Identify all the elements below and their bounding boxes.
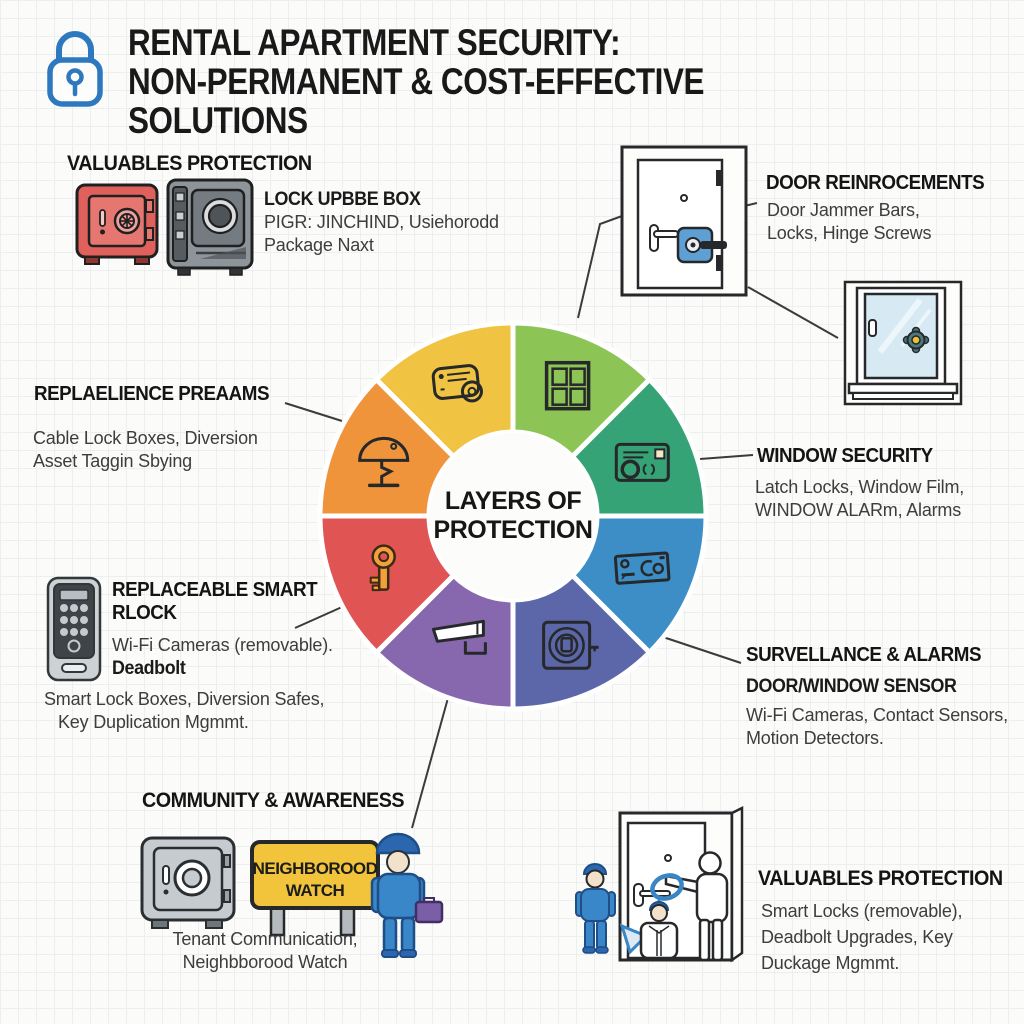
donut-segment-camera bbox=[374, 572, 516, 712]
card-reader-icon bbox=[614, 442, 670, 482]
surveillance-line1: Wi-Fi Cameras, Contact Sensors, bbox=[746, 705, 1008, 725]
gray-safe-icon bbox=[166, 178, 254, 276]
window-sensor-icon bbox=[902, 326, 930, 354]
valuables-top-heading: VALUABLES PROTECTION bbox=[67, 152, 312, 175]
resilience-line2: Asset Taggin Sbying bbox=[33, 451, 192, 471]
donut-segment-lamp bbox=[317, 377, 457, 519]
briefcase-icon bbox=[414, 897, 444, 924]
valuables-top-line2: Package Naxt bbox=[264, 235, 374, 255]
door-scene-illustration bbox=[575, 805, 744, 963]
door-heading: DOOR REINROCEMENTS bbox=[766, 172, 985, 194]
person-icon bbox=[370, 832, 444, 958]
window-heading: WINDOW SECURITY bbox=[757, 445, 933, 467]
smart-lock-line2: Deadbolt bbox=[112, 658, 186, 679]
sign-line1: NEIGHBOROOD bbox=[253, 859, 378, 878]
page-title-line1: RENTAL APARTMENT SECURITY: bbox=[128, 22, 621, 63]
valuables-bottom-line3: Duckage Mgmmt. bbox=[761, 953, 900, 973]
community-line2: Neighbborood Watch bbox=[182, 952, 348, 972]
valuables-bottom-heading: VALUABLES PROTECTION bbox=[758, 867, 1003, 890]
smart-lock-line1: Wi-Fi Cameras (removable). bbox=[112, 635, 333, 655]
surveillance-text: Wi-Fi Cameras, Contact Sensors, Motion D… bbox=[746, 704, 1008, 750]
valuables-bottom-line2: Deadbolt Upgrades, Key bbox=[761, 927, 953, 947]
key-icon bbox=[369, 544, 396, 592]
smart-lock-heading-line1: REPLACEABLE SMART bbox=[112, 579, 318, 601]
donut-segment-coil bbox=[510, 572, 652, 712]
red-safe-icon bbox=[75, 183, 159, 265]
donut-center-line2: PROTECTION bbox=[433, 516, 593, 544]
donut-segment-sensor bbox=[569, 513, 709, 655]
lamp-icon bbox=[358, 436, 410, 488]
valuables-top-item-title: LOCK UPBBE BOX bbox=[264, 189, 421, 210]
sensor-icon bbox=[613, 551, 671, 585]
layers-donut bbox=[317, 320, 709, 712]
keytag-icon bbox=[431, 364, 483, 403]
door-illustration bbox=[620, 145, 748, 297]
page-title: RENTAL APARTMENT SECURITY: NON-PERMANENT… bbox=[128, 22, 774, 141]
scene-person-left bbox=[575, 863, 616, 954]
valuables-bottom-text: Smart Locks (removable), Deadbolt Upgrad… bbox=[761, 898, 962, 976]
valuables-top-text: LOCK UPBBE BOX PIGR: JINCHIND, Usiehorod… bbox=[264, 189, 499, 257]
scene-person-adult bbox=[664, 851, 729, 962]
page-title-line2: NON-PERMANENT & COST-EFFECTIVE SOLUTIONS bbox=[128, 60, 705, 141]
cctv-camera-icon bbox=[431, 619, 487, 655]
community-heading: COMMUNITY & AWARENESS bbox=[142, 789, 405, 812]
valuables-bottom-line1: Smart Locks (removable), bbox=[761, 901, 963, 921]
smart-lock-line3: Smart Lock Boxes, Diversion Safes, bbox=[44, 689, 325, 709]
smart-lock-heading: REPLACEABLE SMART RLOCK bbox=[112, 579, 330, 625]
smart-lock-line4: Key Duplication Mgmmt. bbox=[58, 712, 249, 732]
padlock-icon bbox=[47, 31, 103, 107]
surveillance-line2: Motion Detectors. bbox=[746, 728, 884, 748]
community-safe-icon bbox=[140, 836, 236, 929]
door-text: Door Jammer Bars, Locks, Hinge Screws bbox=[767, 199, 931, 245]
surveillance-heading: SURVELLANCE & ALARMS bbox=[746, 644, 982, 666]
window-icon bbox=[544, 360, 591, 411]
scene-person-child bbox=[639, 901, 679, 960]
donut-segment-reader bbox=[569, 377, 709, 519]
window-text: Latch Locks, Window Film, WINDOW ALARm, … bbox=[755, 476, 964, 522]
resilience-line1: Cable Lock Boxes, Diversion bbox=[33, 428, 258, 448]
neighborhood-watch-sign: NEIGHBOROOD WATCH bbox=[250, 840, 380, 937]
donut-center bbox=[430, 433, 596, 599]
donut-center-line1: LAYERS OF bbox=[444, 487, 582, 515]
window-illustration bbox=[843, 280, 963, 406]
community-text: Tenant Communication, Neighbborood Watch bbox=[115, 928, 415, 974]
valuables-top-line1: PIGR: JINCHIND, Usiehorodd bbox=[264, 212, 499, 232]
window-line2: WINDOW ALARm, Alarms bbox=[755, 500, 962, 520]
resilience-text: Cable Lock Boxes, Diversion Asset Taggin… bbox=[33, 427, 258, 473]
donut-center-label: LAYERS OF PROTECTION bbox=[428, 487, 598, 545]
resilience-heading: REPLAELIENCE PREAAMS bbox=[34, 383, 270, 405]
smart-lock-icon bbox=[46, 576, 102, 682]
surveillance-subheading: DOOR/WINDOW SENSOR bbox=[746, 676, 957, 697]
door-line1: Door Jammer Bars, bbox=[767, 200, 920, 220]
coil-icon bbox=[542, 620, 599, 670]
donut-segment-tag bbox=[374, 320, 516, 460]
smart-lock-heading-line2: RLOCK bbox=[112, 602, 177, 624]
window-line1: Latch Locks, Window Film, bbox=[755, 477, 965, 497]
door-line2: Locks, Hinge Screws bbox=[767, 223, 932, 243]
community-line1: Tenant Communication, bbox=[172, 929, 358, 949]
sign-line2: WATCH bbox=[286, 881, 345, 900]
